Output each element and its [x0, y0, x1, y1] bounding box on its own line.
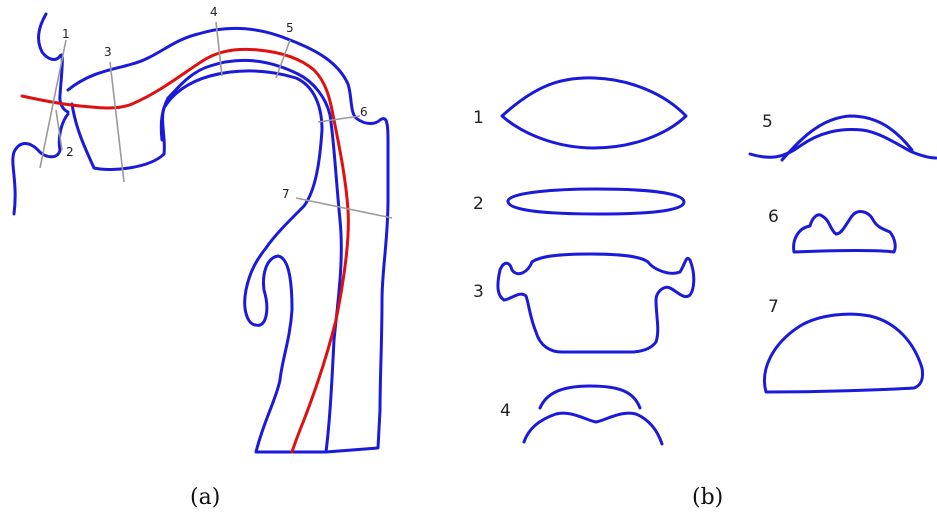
cross-section-2 [506, 187, 686, 216]
cross-section-5-upper [780, 114, 914, 162]
section-label-5: 5 [286, 21, 294, 35]
lower-lip-outline [11, 112, 70, 216]
cross-section-7 [763, 312, 924, 394]
panel-b-cross-sections: 1 2 3 4 5 6 7 [473, 76, 937, 446]
tract-midline [20, 47, 350, 454]
cross-section-label-1: 1 [473, 108, 484, 128]
cross-section-label-2: 2 [473, 194, 484, 214]
cross-section-6 [792, 210, 897, 254]
cut-line-6 [317, 115, 361, 123]
upper-tract-outline [66, 26, 390, 454]
section-label-4: 4 [210, 5, 218, 19]
section-label-6: 6 [360, 105, 368, 119]
caption-b: (b) [692, 485, 723, 510]
cross-section-4-upper [538, 384, 642, 410]
cross-section-1 [500, 76, 688, 150]
cut-line-5 [275, 39, 291, 79]
cross-section-label-4: 4 [500, 401, 511, 421]
section-label-1: 1 [62, 27, 70, 41]
caption-a: (a) [190, 485, 220, 510]
cut-line-2 [55, 109, 63, 151]
section-label-2: 2 [66, 145, 74, 159]
section-label-7: 7 [282, 187, 290, 201]
cross-section-label-7: 7 [768, 297, 779, 317]
cut-line-1 [39, 39, 67, 169]
cut-line-7 [295, 197, 393, 219]
lower-tract-outline [70, 69, 328, 454]
cross-section-label-3: 3 [473, 282, 484, 302]
cross-section-label-6: 6 [768, 207, 779, 227]
cut-line-3 [109, 61, 125, 183]
section-label-3: 3 [104, 45, 112, 59]
cut-line-4 [215, 21, 223, 77]
panel-a-sagittal-view: 1 2 3 4 5 6 7 [11, 5, 393, 454]
cross-section-4 [522, 411, 664, 446]
cross-section-label-5: 5 [762, 112, 773, 132]
cross-section-3 [496, 252, 696, 354]
upper-lip-outline [37, 12, 70, 114]
